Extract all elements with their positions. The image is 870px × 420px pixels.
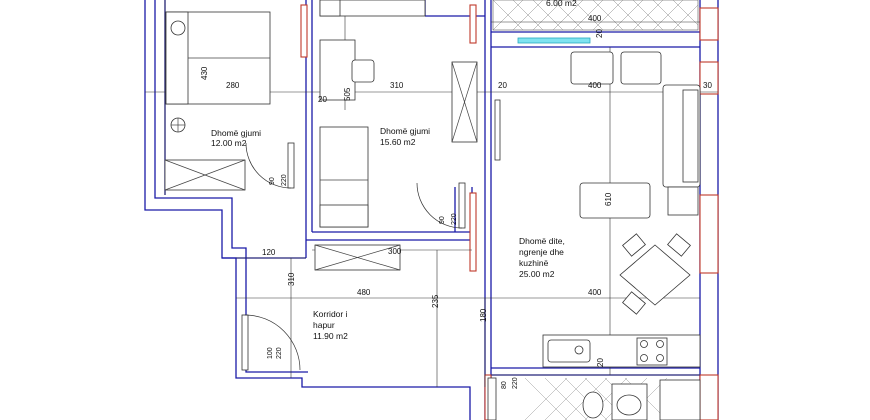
dim-280: 280	[226, 81, 240, 90]
dim-310a: 310	[390, 81, 404, 90]
dim-30: 30	[703, 81, 712, 90]
balcony-hatch	[492, 0, 699, 31]
dining-table	[619, 233, 691, 315]
kitchen-counter	[542, 334, 701, 368]
room-living-name3: kuzhinë	[519, 258, 549, 268]
room-bedroom-2-area: 15.60 m2	[380, 137, 416, 147]
dim-120: 120	[262, 248, 276, 257]
room-corridor-name: Korridor i	[313, 309, 348, 319]
coffee-table	[579, 182, 699, 219]
room-bedroom-1-area: 12.00 m2	[211, 138, 247, 148]
door-right-bedroom	[416, 182, 466, 229]
sofa	[662, 84, 701, 188]
door-tag-3-w: 100	[267, 347, 274, 359]
room-bedroom-2-name: Dhomë gjumi	[380, 126, 430, 136]
dim-610: 610	[604, 192, 613, 206]
room-living-name: Dhomë dite,	[519, 236, 565, 246]
door-left-bedroom	[245, 142, 295, 189]
desk	[319, 39, 375, 101]
dim-400b: 400	[588, 81, 602, 90]
dim-20d: 20	[596, 358, 605, 367]
bed-right-bottom	[319, 126, 369, 228]
bed-right-top	[319, 0, 426, 17]
wardrobe-right	[451, 61, 478, 143]
door-tag-2-h: 220	[451, 213, 458, 225]
room-labels: Dhomë gjumi 12.00 m2 Dhomë gjumi 15.60 m…	[211, 0, 577, 341]
door-tag-2-w: 90	[439, 216, 446, 224]
windows	[300, 4, 719, 420]
dim-400a: 400	[588, 14, 602, 23]
door-living	[494, 99, 501, 161]
bed-left	[165, 11, 271, 133]
room-bedroom-1-name: Dhomë gjumi	[211, 128, 261, 138]
door-tag-4-w: 80	[501, 381, 508, 389]
door-tag-3-h: 220	[276, 347, 283, 359]
dim-430: 430	[200, 66, 209, 80]
door-tag-1-w: 90	[269, 177, 276, 185]
door-tag-1-h: 220	[281, 174, 288, 186]
room-corridor-name2: hapur	[313, 320, 335, 330]
door-entrance	[241, 314, 301, 371]
wardrobe-left	[164, 159, 246, 191]
dim-20b: 20	[498, 81, 507, 90]
dim-400c: 400	[588, 288, 602, 297]
wardrobe-corridor	[314, 244, 401, 271]
bathroom-fixtures	[487, 377, 701, 420]
room-balcony-area: 6.00 m2	[546, 0, 577, 8]
room-living-name2: ngrenje dhe	[519, 247, 564, 257]
room-living-area: 25.00 m2	[519, 269, 555, 279]
door-tag-4-h: 220	[512, 377, 519, 389]
dim-180: 180	[479, 308, 488, 322]
dimension-labels: 430 280 20 505 310 20 400 20 400 30 610 …	[200, 14, 712, 367]
dim-310b: 310	[287, 272, 296, 286]
dim-20a: 20	[318, 95, 327, 104]
room-corridor-area: 11.90 m2	[313, 331, 348, 341]
dim-480: 480	[357, 288, 371, 297]
dim-20c: 20	[595, 29, 604, 38]
armchairs-top	[570, 51, 662, 85]
dim-235: 235	[431, 294, 440, 308]
dim-300: 300	[388, 247, 402, 256]
dim-505: 505	[343, 87, 352, 101]
door-tags: 90 220 90 220 100 220 80 220	[267, 174, 519, 389]
